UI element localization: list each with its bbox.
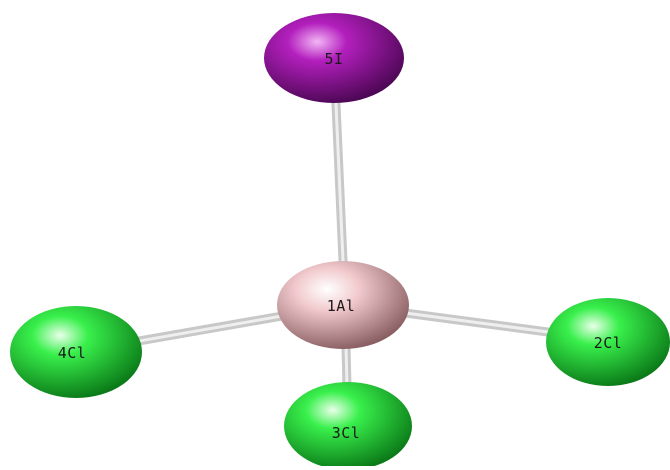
- atom-label-4cl: 4Cl: [58, 344, 87, 362]
- atom-aluminium[interactable]: 1Al: [277, 261, 409, 349]
- atom-label-3cl: 3Cl: [332, 424, 361, 442]
- atom-label-2cl: 2Cl: [594, 334, 623, 352]
- atom-sphere: [546, 298, 670, 386]
- atom-sphere: [277, 261, 409, 349]
- atom-label-5i: 5I: [324, 50, 343, 68]
- atom-label-1al: 1Al: [327, 297, 356, 315]
- atom-sphere: [10, 306, 142, 398]
- atom-sphere: [284, 382, 412, 470]
- atom-chlorine-4[interactable]: 4Cl: [10, 306, 142, 398]
- atom-chlorine-2[interactable]: 2Cl: [546, 298, 670, 386]
- atom-chlorine-3[interactable]: 3Cl: [284, 382, 412, 470]
- atom-sphere: [264, 13, 404, 103]
- bonds: [71, 55, 613, 433]
- atom-iodine[interactable]: 5I: [264, 13, 404, 103]
